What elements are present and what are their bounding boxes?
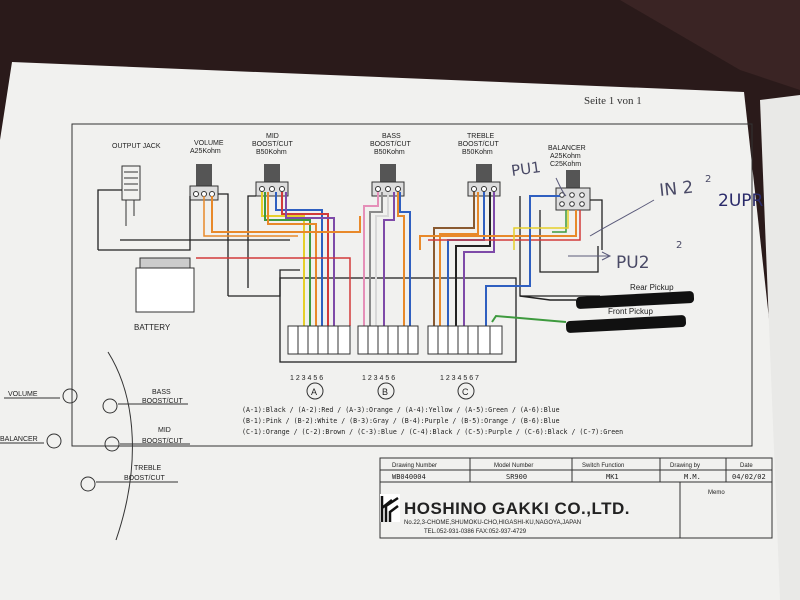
layout-treble-label: TREBLE xyxy=(134,465,162,472)
handwritten-zupr: 2UPR xyxy=(718,191,764,211)
rear-pickup-label: Rear Pickup xyxy=(630,283,674,292)
bass-label: BASS xyxy=(382,133,401,140)
layout-bass-boostcut: BOOST/CUT xyxy=(142,398,184,405)
ground-wiring xyxy=(97,189,603,363)
bass-boostcut: BOOST/CUT xyxy=(370,141,412,148)
connector-c-badge xyxy=(457,382,475,400)
layout-bass-knob xyxy=(102,398,118,414)
handwritten-in2-sup: 2 xyxy=(705,174,711,185)
treble-harness xyxy=(433,192,495,326)
battery xyxy=(135,257,195,313)
treble-label: TREBLE xyxy=(467,133,495,140)
connector-a-label: A xyxy=(311,387,317,397)
balancer-value-c: C25Kohm xyxy=(550,161,581,168)
layout-balancer-knob xyxy=(46,433,62,449)
layout-bass-label: BASS xyxy=(152,389,171,396)
hoshino-logo xyxy=(380,494,400,522)
handwritten-arrows xyxy=(555,177,655,261)
connector-a-badge xyxy=(306,382,324,400)
layout-volume-knob xyxy=(62,388,78,404)
legend-line-a: (A-1):Black / (A-2):Red / (A-3):Orange /… xyxy=(242,406,560,414)
title-value-model-number: SR900 xyxy=(506,473,527,481)
connector-b-badge xyxy=(377,382,395,400)
balancer-label: BALANCER xyxy=(548,145,586,152)
legend-line-b: (B-1):Pink / (B-2):White / (B-3):Gray / … xyxy=(242,417,560,425)
output-jack-label: OUTPUT JACK xyxy=(112,143,161,150)
title-header-drawing-number: Drawing Number xyxy=(392,463,437,469)
front-pickup-label: Front Pickup xyxy=(608,307,653,316)
company-name: HOSHINO GAKKI CO.,LTD. xyxy=(404,499,630,518)
mid-boostcut: BOOST/CUT xyxy=(252,141,294,148)
rear-pickup xyxy=(519,291,695,309)
bass-pot xyxy=(371,164,405,197)
company-tel-fax: TEL.052-931-0386 FAX:052-937-4729 xyxy=(424,529,527,535)
layout-balancer-label: BALANCER xyxy=(0,436,38,443)
connector-c-pins: 1 2 3 4 5 6 7 xyxy=(440,375,479,382)
bass-value: B50Kohm xyxy=(374,149,405,156)
mid-value: B50Kohm xyxy=(256,149,287,156)
connector-b-label: B xyxy=(382,387,388,397)
connector-b-pins: 1 2 3 4 5 6 xyxy=(362,375,395,382)
volume-label: VOLUME xyxy=(194,140,224,147)
page-header: Seite 1 von 1 xyxy=(584,95,642,107)
layout-mid-knob xyxy=(104,436,120,452)
volume-pot xyxy=(189,164,219,201)
title-value-switch-function: MK1 xyxy=(606,473,619,481)
title-memo-label: Memo xyxy=(708,490,725,496)
front-pickup xyxy=(491,314,687,333)
treble-pot xyxy=(467,164,501,197)
title-header-switch-function: Switch Function xyxy=(582,463,624,469)
volume-value: A25Kohm xyxy=(190,148,221,155)
connector-a-pins: 1 2 3 4 5 6 xyxy=(290,375,323,382)
title-value-drawing-number: WB040004 xyxy=(392,473,426,481)
connector-box xyxy=(279,277,517,363)
title-header-drawing-by: Drawing by xyxy=(670,463,700,469)
treble-boostcut: BOOST/CUT xyxy=(458,141,500,148)
layout-volume-label: VOLUME xyxy=(8,391,38,398)
title-value-drawing-by: M.M. xyxy=(684,473,701,481)
title-header-model-number: Model Number xyxy=(494,463,533,469)
mid-harness xyxy=(261,192,335,326)
title-header-date: Date xyxy=(740,463,753,469)
layout-treble-knob xyxy=(80,476,96,492)
handwritten-pu2-sup: 2 xyxy=(676,240,682,251)
output-jack xyxy=(121,165,141,226)
layout-mid-label: MID xyxy=(158,427,171,434)
legend-line-c: (C-1):Orange / (C-2):Brown / (C-3):Blue … xyxy=(242,428,623,436)
battery-label: BATTERY xyxy=(134,323,171,332)
bass-harness xyxy=(363,192,411,326)
handwritten-pu2: PU2 xyxy=(616,253,650,273)
company-address: No.22,3-CHOME,SHUMOKU-CHO,HIGASHI-KU,NAG… xyxy=(404,520,581,526)
layout-mid-boostcut: BOOST/CUT xyxy=(142,438,184,445)
mid-label: MID xyxy=(266,133,279,140)
balancer-value-a: A25Kohm xyxy=(550,153,581,160)
diagram-frame xyxy=(71,123,753,447)
connector-c-label: C xyxy=(462,387,469,397)
connector-b xyxy=(357,325,419,355)
handwritten-in2: IN 2 xyxy=(658,178,694,201)
connector-c xyxy=(427,325,503,355)
treble-value: B50Kohm xyxy=(462,149,493,156)
volume-balancer-harness xyxy=(196,195,581,326)
handwritten-pu1: PU1 xyxy=(510,158,542,180)
layout-treble-boostcut: BOOST/CUT xyxy=(124,475,166,482)
connector-a xyxy=(287,325,351,355)
control-layout-arc xyxy=(107,351,133,541)
title-value-date: 04/02/02 xyxy=(732,473,766,481)
